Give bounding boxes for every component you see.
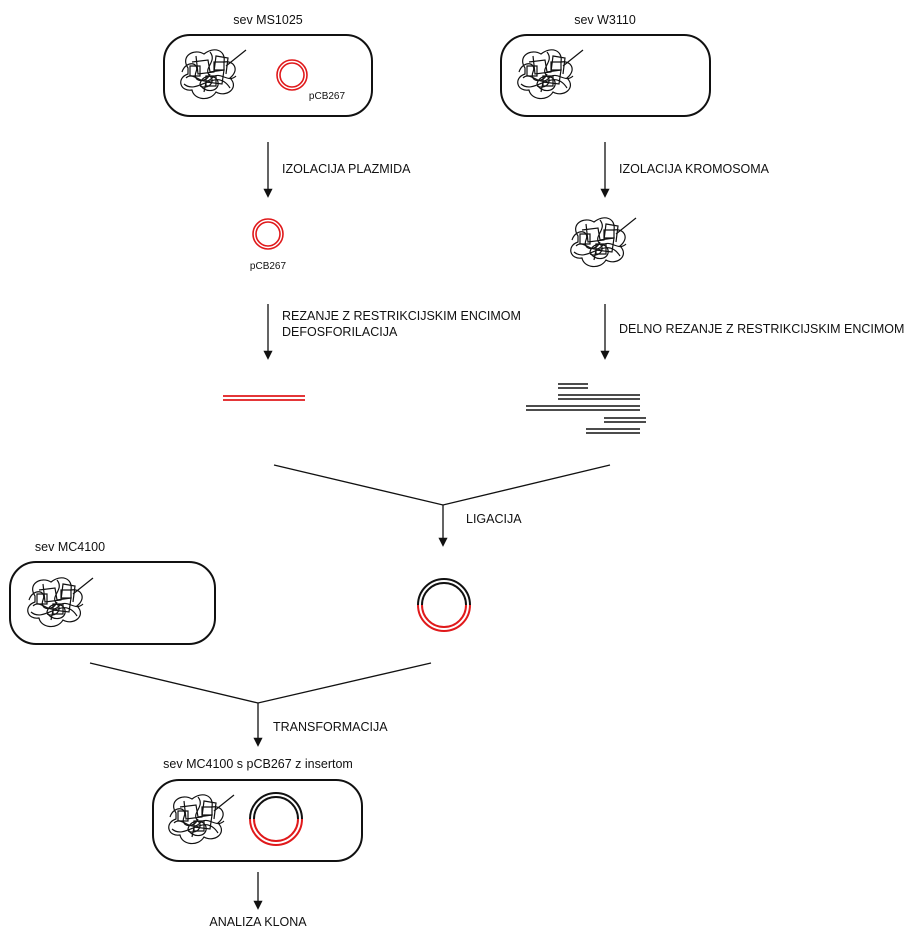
merge-lines-ligation (273, 464, 611, 506)
strain-mc4100-label: sev MC4100 (35, 540, 105, 554)
cell-w3110 (500, 34, 711, 117)
plasmid-label: pCB267 (309, 91, 346, 102)
step-isolate-plasmid: IZOLACIJA PLAZMIDA (282, 162, 411, 176)
cell-ms1025 (163, 34, 373, 117)
cell-result (152, 779, 363, 862)
linear-plasmid-fragment (223, 395, 305, 401)
strain-ms1025-label: sev MS1025 (233, 13, 303, 27)
recombinant-plasmid-icon (249, 792, 303, 846)
step-ligation: LIGACIJA (466, 512, 522, 526)
isolated-plasmid-label: pCB267 (250, 261, 287, 272)
cell-mc4100 (9, 561, 216, 645)
plasmid-icon (276, 59, 308, 91)
step-restriction-cut: REZANJE Z RESTRIKCIJSKIM ENCIMOM (282, 309, 521, 323)
step-partial-cut: DELNO REZANJE Z RESTRIKCIJSKIM ENCIMOM (619, 322, 904, 336)
step-analysis: ANALIZA KLONA (209, 915, 307, 929)
isolated-plasmid-icon (252, 218, 284, 250)
step-isolate-chromosome: IZOLACIJA KROMOSOMA (619, 162, 770, 176)
step-dephosphorylation: DEFOSFORILACIJA (282, 325, 398, 339)
recombinant-plasmid-icon (417, 578, 471, 632)
isolated-chromosome-icon (570, 217, 637, 268)
strain-w3110-label: sev W3110 (574, 13, 636, 27)
merge-lines-transformation (89, 662, 432, 704)
step-transformation: TRANSFORMACIJA (273, 720, 388, 734)
dna-fragments (526, 383, 646, 434)
strain-result-label: sev MC4100 s pCB267 z insertom (163, 757, 353, 771)
